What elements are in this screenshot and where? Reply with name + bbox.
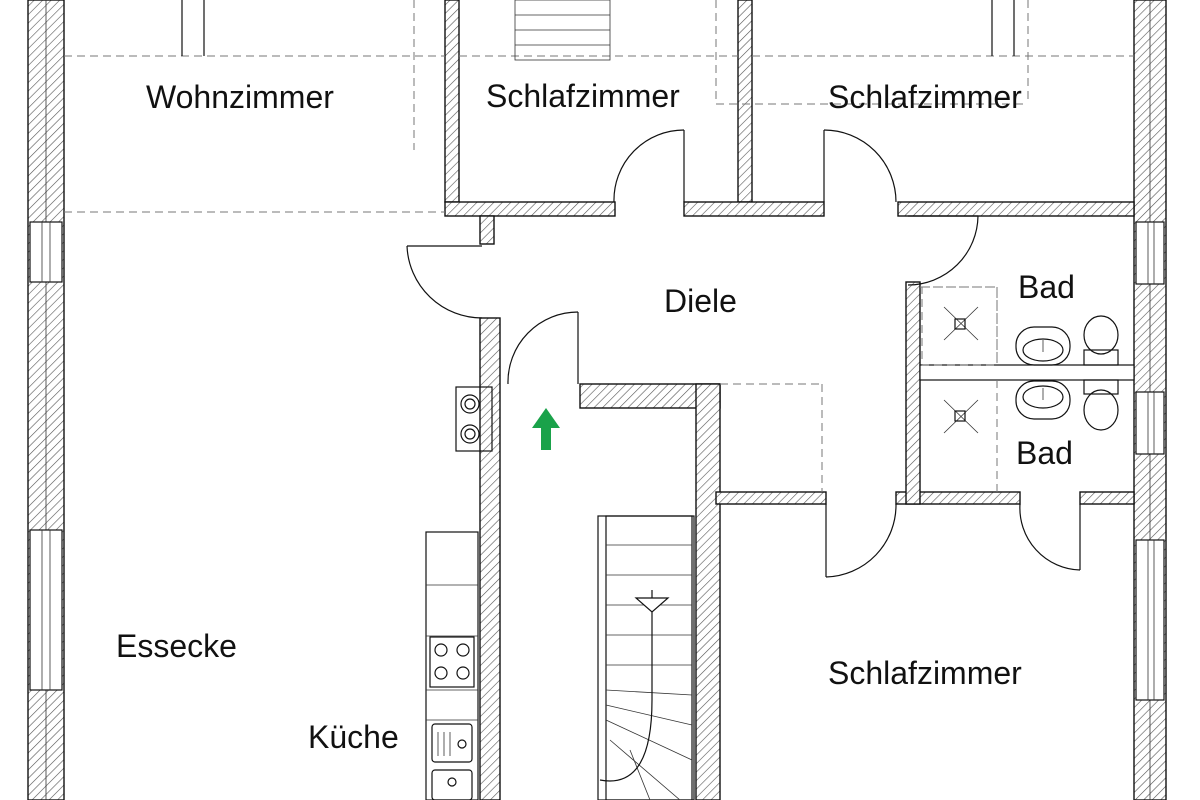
room-label-essecke: Essecke — [116, 628, 237, 664]
stove-icon — [429, 636, 475, 688]
room-label-wohnzimmer: Wohnzimmer — [146, 79, 334, 115]
exterior-walls — [27, 0, 1167, 800]
staircase — [597, 515, 695, 800]
room-label-diele: Diele — [664, 283, 737, 319]
room-label-schlafzimmer-bottom: Schlafzimmer — [828, 655, 1022, 691]
room-label-schlafzimmer-top-right: Schlafzimmer — [828, 79, 1022, 115]
entrance-arrow-icon — [532, 408, 560, 450]
interior-walls — [444, 0, 1135, 800]
shower-drain-icon — [921, 286, 998, 366]
overhead-lines — [64, 0, 1134, 492]
stair-arrow-icon — [634, 597, 670, 613]
room-label-bad-lower: Bad — [1016, 435, 1073, 471]
room-label-schlafzimmer-top-left: Schlafzimmer — [486, 78, 680, 114]
bath-fixtures — [921, 286, 1119, 434]
toilet-icon — [1083, 315, 1119, 366]
shower-drain-icon — [943, 399, 979, 434]
washbasin-icon — [1015, 380, 1071, 420]
room-label-bad-upper: Bad — [1018, 269, 1075, 305]
toilet-icon — [1083, 379, 1119, 431]
doors — [406, 129, 1081, 578]
sink-icon — [431, 723, 473, 800]
room-label-kueche: Küche — [308, 719, 399, 755]
washbasin-icon — [1015, 326, 1071, 366]
kitchen-counter — [425, 386, 493, 800]
